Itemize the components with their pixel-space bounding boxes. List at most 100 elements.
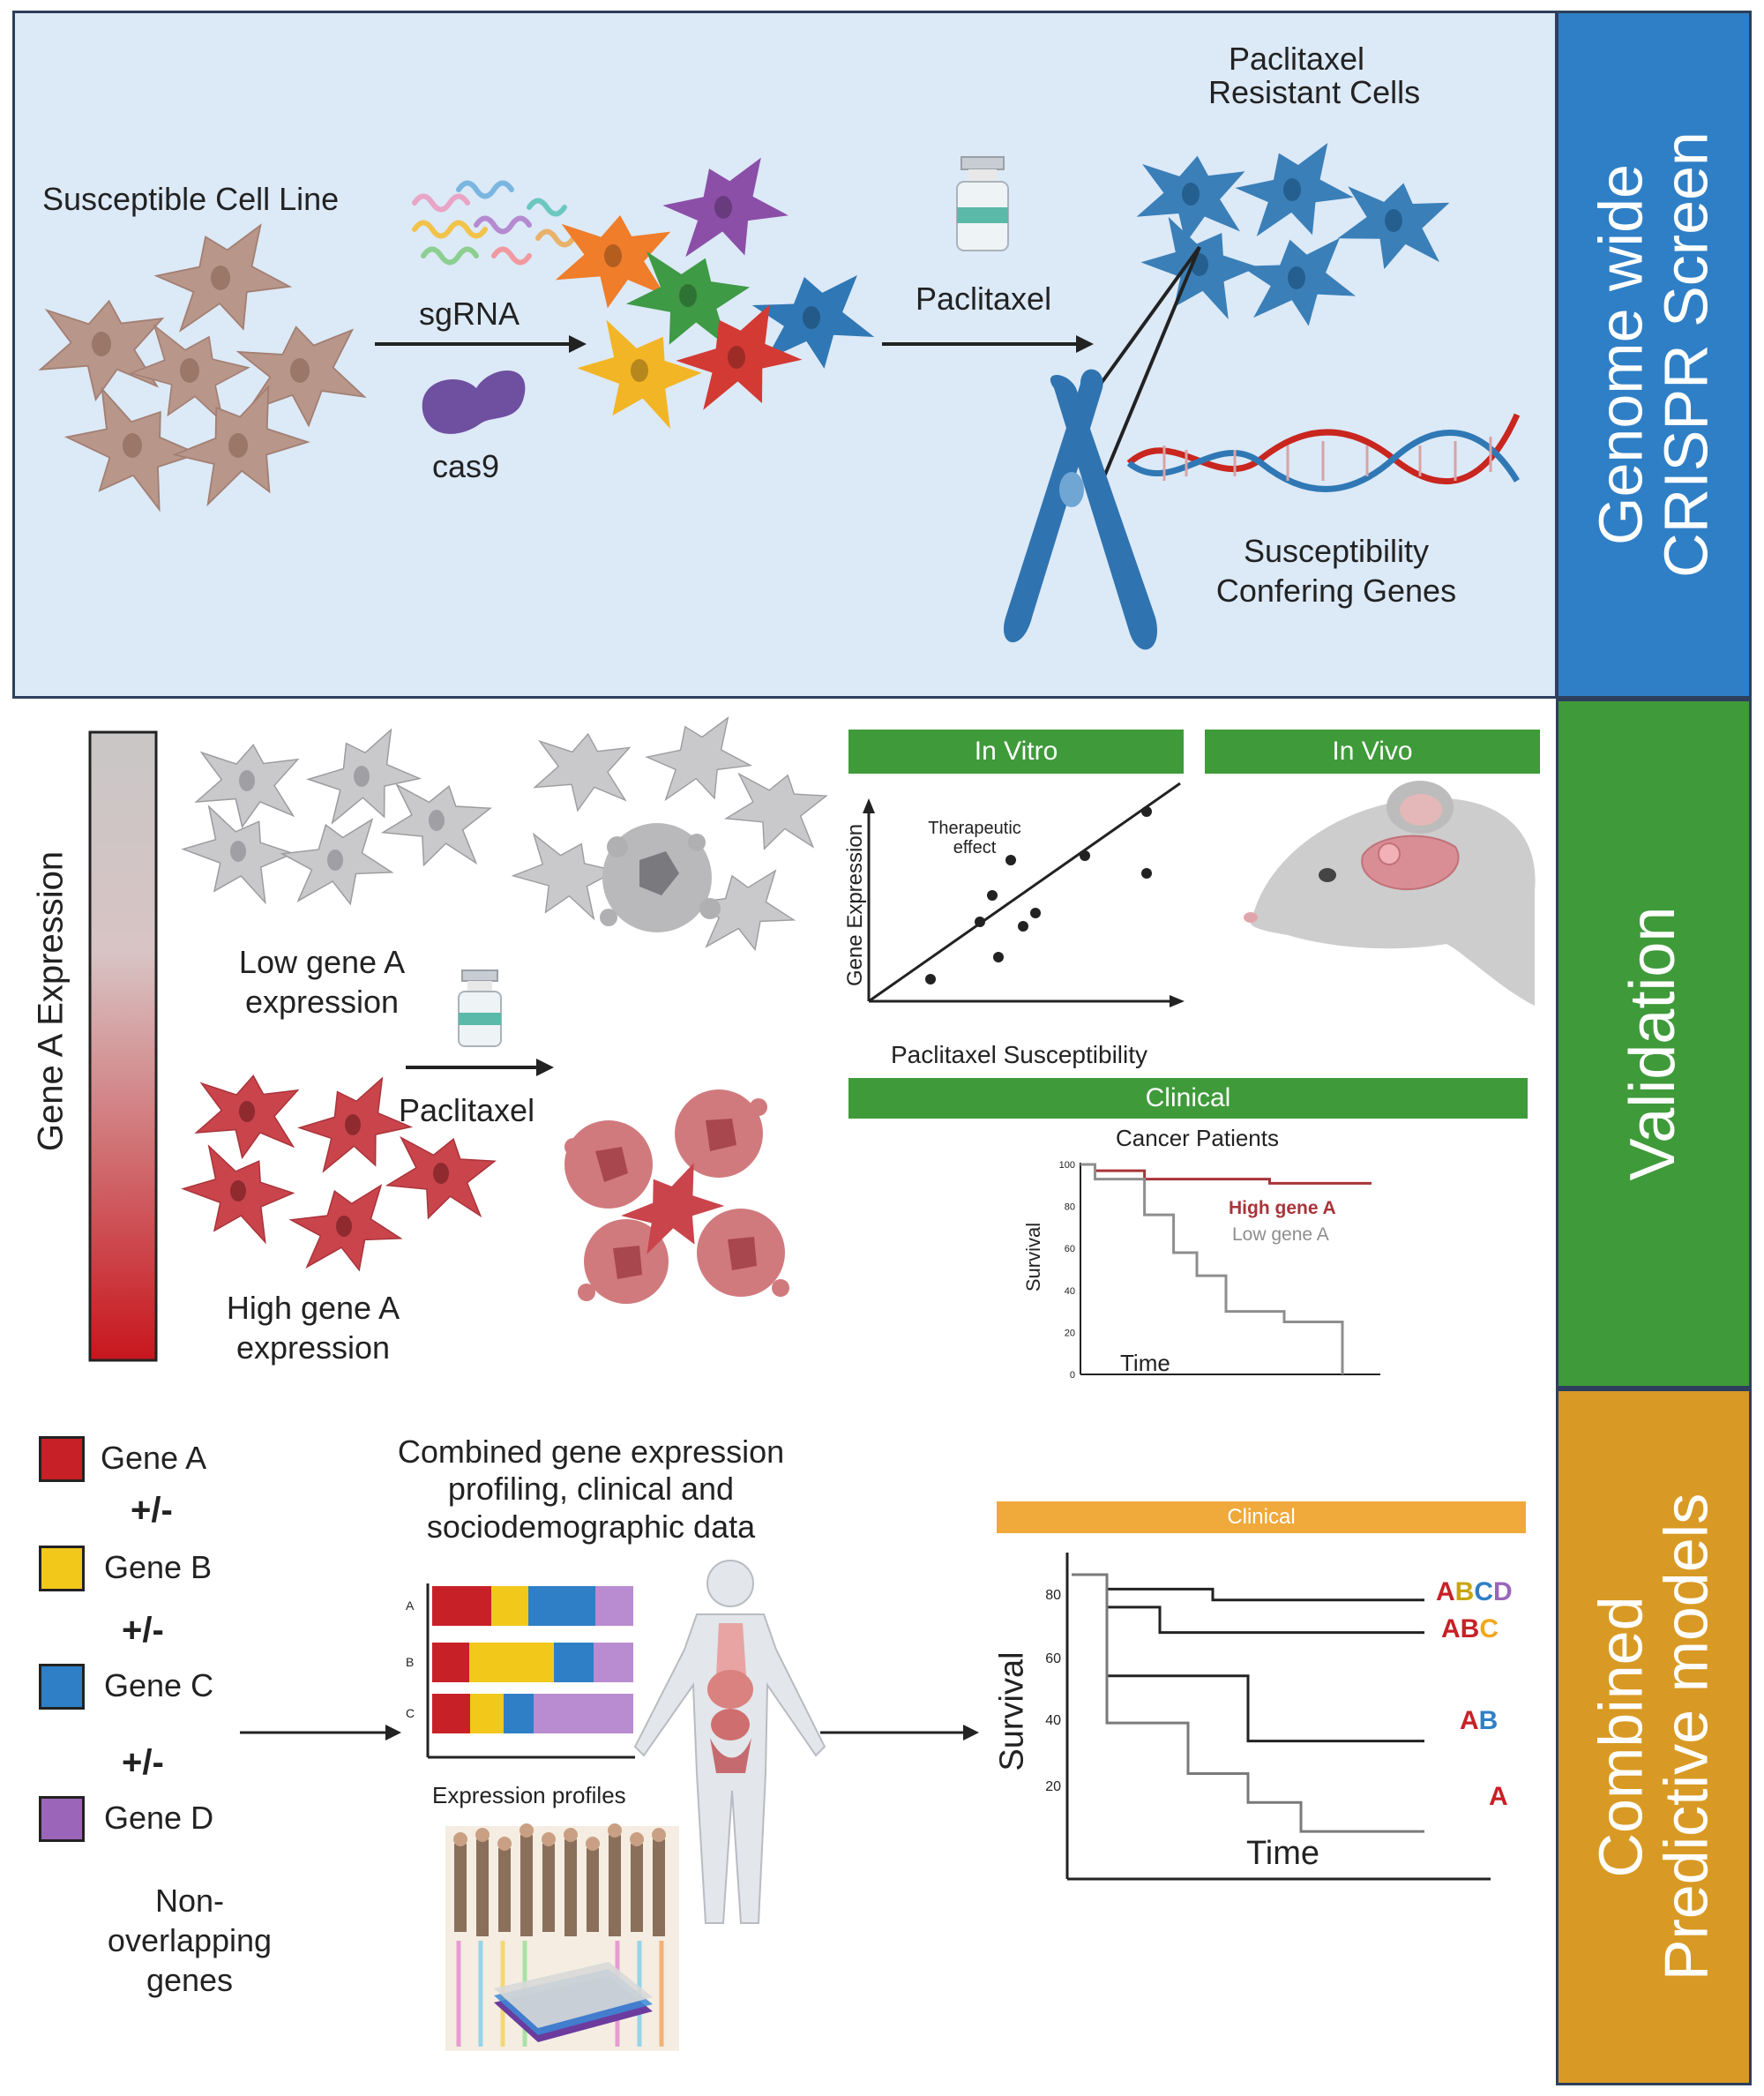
plus-minus-label: +/- <box>131 1491 173 1530</box>
gene-letter: A <box>1441 1614 1461 1643</box>
in-vitro-header: In Vitro <box>848 730 1184 774</box>
gene-a-swatch <box>39 1436 85 1482</box>
paclitaxel-vial-icon <box>956 156 1009 251</box>
scatter-point <box>925 974 936 984</box>
scatter-point <box>1141 868 1152 879</box>
km-y-axis-label: Survival <box>1022 1222 1044 1292</box>
non-overlapping-genes-label-line: overlapping <box>107 1922 273 1958</box>
low-expression-label-line: expression <box>244 984 400 1020</box>
sidebar-title-line: Combined <box>1586 1596 1656 1878</box>
gene-c-label: Gene C <box>104 1667 214 1703</box>
combined-data-label-line: profiling, clinical and <box>447 1471 735 1508</box>
km-legend-low: Low gene A <box>1232 1224 1329 1245</box>
gene-letter: A <box>1436 1577 1455 1606</box>
scatter-point <box>987 890 998 901</box>
profile-row-label: C <box>406 1706 415 1720</box>
arrow-icon <box>240 1725 401 1740</box>
gene-a-label: Gene A <box>101 1440 207 1476</box>
gene-letter: B <box>1454 1577 1475 1606</box>
km-tick-label: 20 <box>1045 1779 1061 1794</box>
curve-label-ab: AB <box>1460 1706 1498 1736</box>
gene-letter: B <box>1478 1706 1499 1735</box>
mouse-icon <box>1244 781 1536 1006</box>
gene-a-expression-gradient <box>88 730 158 1362</box>
km-tick-label: 80 <box>1045 1588 1061 1603</box>
combined-km-curves <box>1072 1573 1424 1833</box>
km-tick-label: 60 <box>1045 1651 1061 1666</box>
resistant-cells-label: Paclitaxel Resistant Cells <box>1208 41 1421 110</box>
high-expression-label-line: expression <box>235 1329 391 1366</box>
high-expression-label: High gene A expression <box>212 1288 415 1367</box>
human-body-icon <box>633 1560 826 1924</box>
combined-km-axes <box>1065 1553 1491 1881</box>
gene-d-label: Gene D <box>104 1800 214 1836</box>
gene-b-label: Gene B <box>104 1549 213 1585</box>
gene-letter: A <box>1460 1706 1479 1735</box>
clinical-header: Clinical <box>997 1501 1526 1533</box>
edited-cells <box>548 148 878 447</box>
therapeutic-effect-label: Therapeutic effect <box>908 819 1041 857</box>
resistant-cells-label-line: Resistant Cells <box>1208 73 1421 110</box>
scatter-point <box>1005 855 1016 865</box>
combined-data-label-line: Combined gene expression <box>397 1434 785 1470</box>
combined-km-tick-labels: 80 60 40 20 <box>1045 1588 1061 1794</box>
sidebar-title: Combined Predictive models <box>1586 1493 1721 1980</box>
gene-c-swatch <box>39 1664 85 1710</box>
trend-line <box>868 782 1181 1003</box>
paclitaxel-label: Paclitaxel <box>916 281 1052 317</box>
susceptible-cell-line-label: Susceptible Cell Line <box>42 181 340 217</box>
gene-letter: C <box>1479 1614 1499 1643</box>
expression-profiles-label: Expression profiles <box>432 1782 626 1808</box>
curve-label-a: A <box>1489 1782 1508 1811</box>
chromosome-icon <box>1003 369 1158 650</box>
combined-data-label: Combined gene expression profiling, clin… <box>362 1434 820 1546</box>
km-tick-label: 100 <box>1059 1160 1075 1171</box>
combined-km-x-axis-label: Time <box>1246 1835 1320 1872</box>
plus-minus-label: +/- <box>122 1743 164 1782</box>
susceptible-cells <box>32 214 368 529</box>
km-tick-label: 60 <box>1065 1244 1075 1254</box>
km-curve-a <box>1072 1573 1424 1833</box>
sgrna-label: sgRNA <box>419 296 520 332</box>
arrow-icon <box>375 335 587 353</box>
scatter-point <box>1018 921 1028 932</box>
gene-a-expression-axis-label: Gene A Expression <box>31 850 71 1152</box>
susceptibility-genes-label: Susceptibility Confering Genes <box>1195 531 1477 610</box>
scatter-x-axis-label: Paclitaxel Susceptibility <box>891 1041 1148 1068</box>
profile-row-label: A <box>406 1598 415 1613</box>
arrow-icon <box>820 1725 979 1740</box>
sidebar-genome-wide-crispr-screen: Genome wide CRISPR Screen <box>1556 11 1752 699</box>
gene-letter: D <box>1493 1577 1513 1606</box>
paclitaxel-vial-icon <box>458 969 502 1047</box>
km-tick-label: 20 <box>1065 1328 1075 1338</box>
clinical-header: Clinical <box>848 1078 1528 1119</box>
km-curve-high-gene-a <box>1080 1163 1372 1185</box>
gene-letter: B <box>1460 1614 1480 1643</box>
therapeutic-effect-label-line: effect <box>953 838 997 857</box>
km-tick-label: 80 <box>1065 1202 1075 1213</box>
gene-letter: C <box>1474 1577 1494 1606</box>
km-legend-high: High gene A <box>1229 1198 1336 1218</box>
scatter-point <box>1141 806 1152 817</box>
non-overlapping-genes-label: Non- overlapping genes <box>88 1881 291 2000</box>
km-curve-abcd <box>1072 1573 1424 1602</box>
km-axes <box>1080 1163 1380 1375</box>
arrow-icon <box>406 1059 554 1076</box>
sgrna-icon <box>412 180 576 266</box>
non-overlapping-genes-label-line: Non- <box>154 1883 225 1919</box>
km-x-axis-label: Time <box>1120 1350 1170 1376</box>
low-expression-label: Low gene A expression <box>220 942 423 1022</box>
curve-label-abc: ABC <box>1441 1614 1499 1644</box>
km-tick-label: 40 <box>1045 1713 1061 1728</box>
expression-profile-bars <box>426 1583 635 1759</box>
cas9-icon <box>422 371 526 434</box>
low-expression-label-line: Low gene A <box>238 944 406 980</box>
in-vivo-header: In Vivo <box>1205 730 1540 774</box>
dna-icon <box>1126 413 1521 492</box>
km-tick-label: 40 <box>1065 1286 1075 1297</box>
km-curve-abc <box>1072 1573 1424 1635</box>
resistant-cells-label-line: Paclitaxel <box>1228 41 1365 77</box>
non-overlapping-genes-label-line: genes <box>146 1962 234 1998</box>
